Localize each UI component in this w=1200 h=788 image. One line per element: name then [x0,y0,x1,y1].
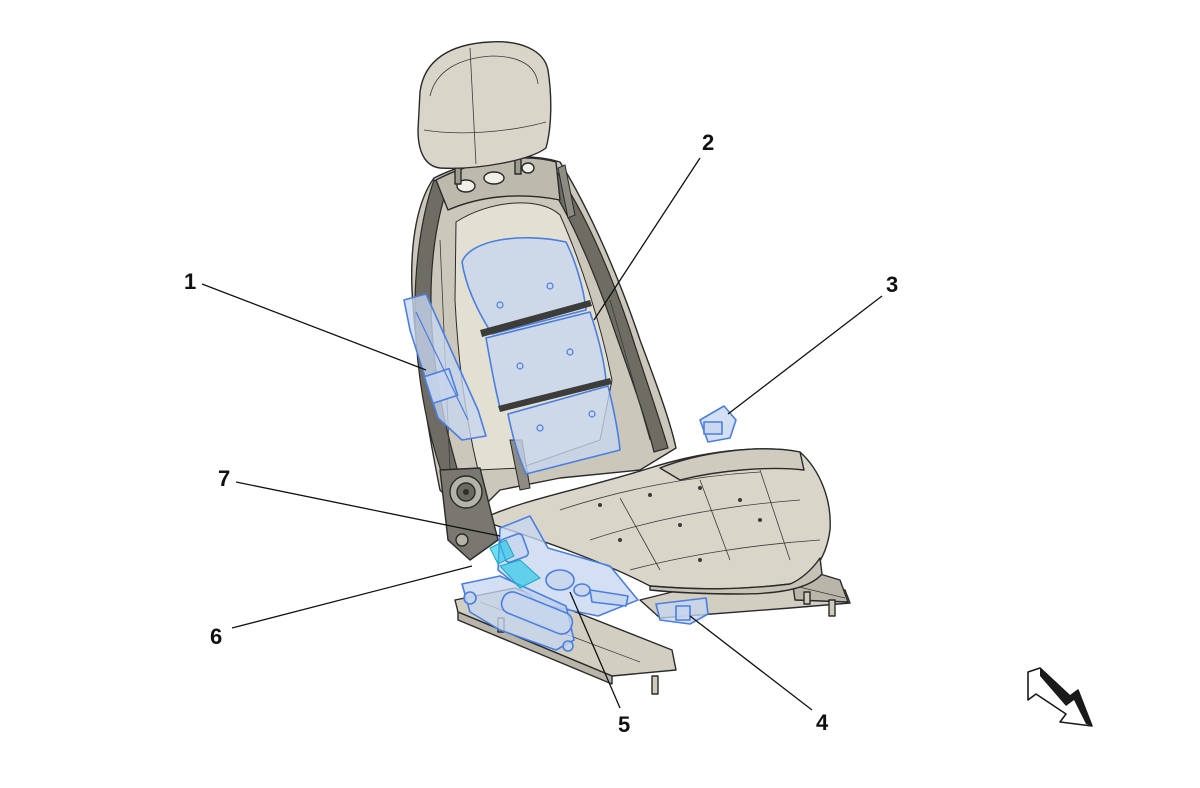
leader-2 [593,157,701,321]
wiring-connector [655,597,709,625]
recliner-mechanism [439,467,499,561]
leader-1 [201,283,427,371]
leader-5 [569,591,621,709]
leader-7 [235,481,501,537]
direction-arrow-icon [1027,667,1093,727]
callout-7: 7 [218,466,230,491]
leader-lines [201,157,883,711]
lumbar-support-panels [461,237,621,475]
leader-3 [727,295,883,415]
seat-cushion [479,448,831,595]
control-module [699,405,737,443]
seat-motor-assembly [461,539,575,652]
leader-6 [231,565,473,629]
callout-labels: 1 2 3 4 5 6 7 [184,130,898,737]
leader-4 [689,615,813,711]
callout-5: 5 [618,712,630,737]
callout-3: 3 [886,272,898,297]
callout-4: 4 [816,710,829,735]
side-airbag-module [403,293,487,441]
callout-1: 1 [184,269,196,294]
headrest [417,41,552,185]
callout-2: 2 [702,130,714,155]
callout-6: 6 [210,624,222,649]
